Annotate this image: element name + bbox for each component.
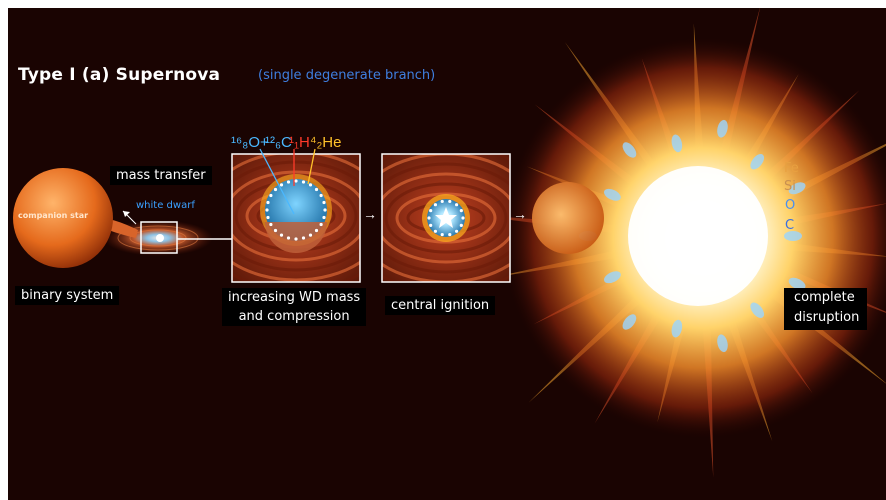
panel-increasing-mass bbox=[231, 148, 361, 283]
element-o-label: O bbox=[785, 198, 796, 213]
companion-star-label: companion star bbox=[18, 211, 89, 220]
oxygen-isotope-label: ¹⁶₈O+ bbox=[231, 134, 269, 151]
increasing-mass-line2: and compression bbox=[238, 309, 350, 324]
complete-line2: disruption bbox=[794, 310, 860, 325]
complete-line1: complete bbox=[794, 290, 855, 305]
arrow-right-icon: → bbox=[513, 206, 527, 222]
complete-disruption-label: complete disruption bbox=[784, 288, 868, 330]
element-fe-label: Fe bbox=[784, 161, 799, 176]
diagram-subtitle: (single degenerate branch) bbox=[258, 68, 436, 83]
panel-central-ignition bbox=[381, 153, 511, 283]
diagram-title: Type I (a) Supernova bbox=[18, 65, 221, 85]
binary-system-label: binary system bbox=[15, 286, 120, 305]
increasing-mass-line1: increasing WD mass bbox=[228, 290, 361, 305]
scene-graphics bbox=[13, 8, 886, 478]
diagram-canvas: Type I (a) Supernova (single degenerate … bbox=[8, 8, 886, 500]
element-si-label: Si bbox=[784, 179, 796, 194]
mass-transfer-label: mass transfer bbox=[110, 166, 212, 185]
increasing-mass-label: increasing WD mass and compression bbox=[222, 288, 367, 326]
element-c-label: C bbox=[785, 218, 795, 233]
white-dwarf-label: white dwarf bbox=[136, 200, 195, 211]
companion-remnant bbox=[532, 182, 604, 254]
explosion-burst bbox=[464, 8, 886, 478]
binary-system-graphic bbox=[13, 168, 232, 268]
carbon-isotope-label: ¹²₆C bbox=[265, 134, 292, 151]
hydrogen-isotope-label: ¹₁H bbox=[289, 134, 310, 151]
helium-isotope-label: ⁴₂He bbox=[310, 134, 342, 151]
arrow-right-icon: → bbox=[363, 206, 377, 222]
central-ignition-label: central ignition bbox=[385, 296, 496, 315]
